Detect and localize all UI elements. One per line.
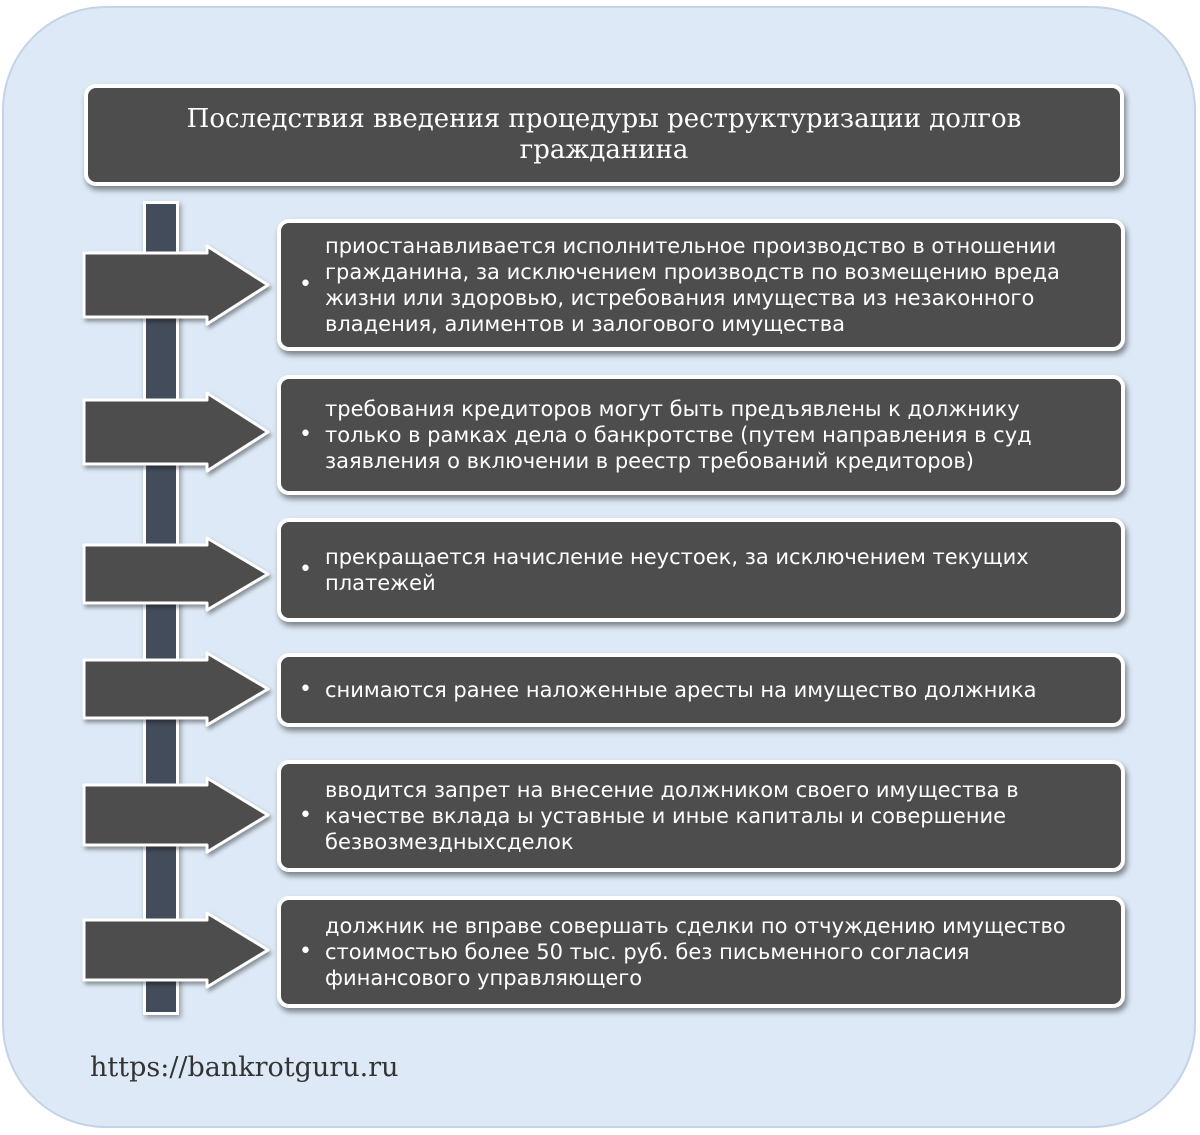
consequence-text: снимаются ранее наложенные аресты на иму… xyxy=(325,678,1037,702)
bullet-marker: • xyxy=(299,803,312,828)
diagram-title: Последствия введения процедуры реструкту… xyxy=(84,84,1124,186)
consequence-item-4: • снимаются ранее наложенные аресты на и… xyxy=(277,653,1125,727)
consequence-item-6: • должник не вправе совершать сделки по … xyxy=(277,896,1125,1008)
consequence-item-3: • прекращается начисление неустоек, за и… xyxy=(277,518,1125,622)
consequence-text: должник не вправе совершать сделки по от… xyxy=(325,914,1066,990)
bullet-marker: • xyxy=(299,272,312,297)
arrow-icon-1 xyxy=(82,244,270,326)
bullet-marker: • xyxy=(299,939,312,964)
bullet-marker: • xyxy=(299,677,312,702)
consequence-text: прекращается начисление неустоек, за иск… xyxy=(325,545,1029,595)
arrow-icon-5 xyxy=(82,776,270,854)
consequence-item-1: • приостанавливается исполнительное прои… xyxy=(277,219,1125,351)
bullet-marker: • xyxy=(299,557,312,582)
consequence-text: вводится запрет на внесение должником св… xyxy=(325,778,1019,854)
arrow-icon-6 xyxy=(82,911,270,989)
consequence-text: требования кредиторов могут быть предъяв… xyxy=(325,397,1032,473)
bullet-marker: • xyxy=(299,422,312,447)
source-url: https://bankrotguru.ru xyxy=(90,1052,399,1083)
arrow-icon-3 xyxy=(82,536,270,612)
arrow-icon-4 xyxy=(82,651,270,727)
consequence-text: приостанавливается исполнительное произв… xyxy=(325,234,1060,336)
arrow-icon-2 xyxy=(82,391,270,473)
consequence-item-5: • вводится запрет на внесение должником … xyxy=(277,760,1125,872)
consequence-item-2: • требования кредиторов могут быть предъ… xyxy=(277,375,1125,495)
timeline-spine xyxy=(143,201,179,1015)
